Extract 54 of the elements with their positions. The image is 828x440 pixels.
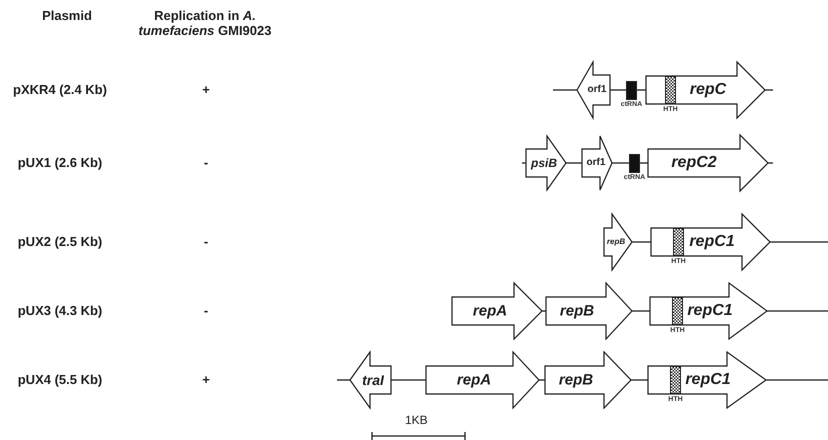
dna-backbone xyxy=(632,310,650,312)
gene-feature xyxy=(646,62,765,118)
gene-label: repB xyxy=(560,304,594,318)
gene-feature xyxy=(648,135,768,191)
plasmid-name: pUX4 (5.5 Kb) xyxy=(16,372,104,388)
gene-label: psiB xyxy=(531,157,557,169)
gene-feature xyxy=(426,352,539,408)
gene-label: repC xyxy=(690,82,726,98)
gene-label: repA xyxy=(472,304,508,318)
plasmid-name: pUX2 (2.5 Kb) xyxy=(16,234,104,250)
column-header: Replication in A. tumefaciens GMI9023 xyxy=(138,8,272,38)
gene-label: repC1 xyxy=(687,303,733,319)
replication-result: - xyxy=(202,234,210,250)
plasmid-name: pXKR4 (2.4 Kb) xyxy=(12,82,108,98)
gene-label: repB xyxy=(558,372,594,388)
gene-label: repB xyxy=(606,238,626,246)
replication-result: - xyxy=(202,155,210,171)
gene-label: repC1 xyxy=(689,234,735,250)
hth-domain xyxy=(673,228,684,266)
dna-backbone xyxy=(566,162,582,164)
gene-label: repC2 xyxy=(671,155,717,171)
hth-domain xyxy=(665,76,676,114)
dna-backbone xyxy=(612,162,629,164)
gene-feature xyxy=(577,62,610,118)
gene-feature xyxy=(545,352,631,408)
dna-backbone xyxy=(632,241,651,243)
dna-backbone xyxy=(391,379,426,381)
plasmid-name: pUX1 (2.6 Kb) xyxy=(16,155,104,171)
dna-backbone xyxy=(610,89,626,91)
gene-feature xyxy=(604,214,632,270)
gene-feature xyxy=(350,352,391,408)
gene-label: repA xyxy=(456,372,492,388)
dna-backbone xyxy=(631,379,648,381)
gene-feature xyxy=(582,136,612,190)
gene-feature xyxy=(452,283,542,339)
gene-label: orf1 xyxy=(586,158,606,168)
gene-feature xyxy=(546,283,632,339)
gene-feature xyxy=(651,214,770,270)
gene-feature xyxy=(648,352,766,408)
gene-label: traI xyxy=(362,373,384,387)
gene-label: orf1 xyxy=(588,85,606,95)
replication-result: + xyxy=(201,82,211,98)
gene-feature xyxy=(650,283,767,339)
scale-label: 1KB xyxy=(405,413,428,427)
column-header: Plasmid xyxy=(41,8,93,23)
gene-label: repC1 xyxy=(685,372,731,388)
gene-feature xyxy=(526,136,566,190)
ctrna-site xyxy=(620,81,644,109)
hth-domain xyxy=(670,366,681,404)
replication-result: - xyxy=(202,303,210,319)
replication-result: + xyxy=(201,372,211,388)
plasmid-name: pUX3 (4.3 Kb) xyxy=(16,303,104,319)
hth-domain xyxy=(672,297,683,335)
ctrna-site xyxy=(622,154,646,182)
